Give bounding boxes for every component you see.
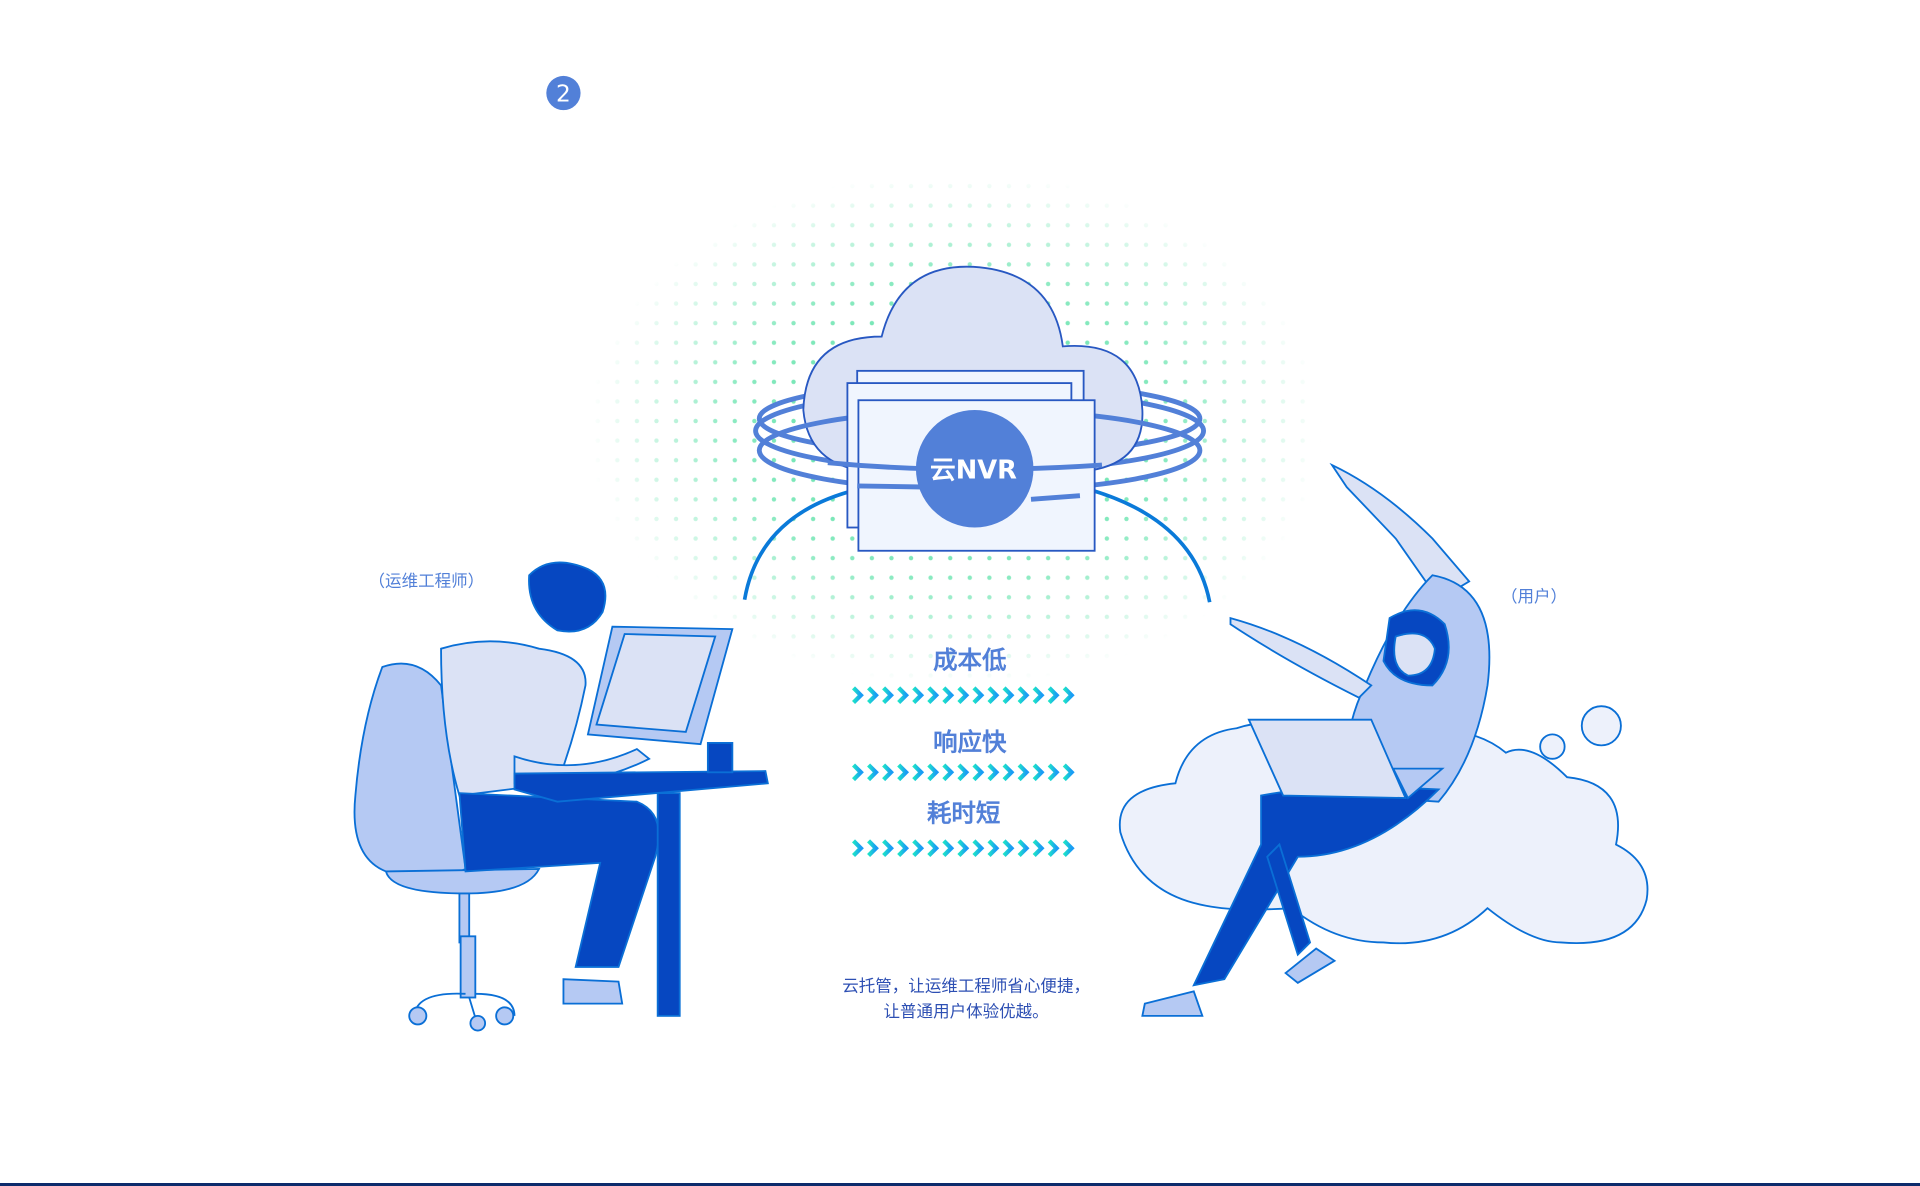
chevron-icon	[1032, 839, 1045, 858]
cloud-nvr-label: 云NVR	[930, 456, 1017, 486]
chevron-icon	[852, 839, 864, 858]
bottom-divider	[0, 1183, 1920, 1186]
chevron-icon	[1002, 686, 1015, 705]
chevron-icon	[852, 763, 864, 782]
chevron-icon	[942, 839, 955, 858]
step-badge: 2	[546, 75, 581, 111]
chevron-arrows	[852, 686, 1075, 858]
benefit-short-time: 耗时短	[927, 798, 1000, 827]
chevron-icon	[972, 686, 985, 705]
chevron-icon	[1002, 763, 1015, 782]
chevron-icon	[987, 839, 1000, 858]
chevron-icon	[882, 686, 894, 705]
chevron-icon	[1032, 763, 1045, 782]
chevron-icon	[867, 686, 879, 705]
benefit-low-cost: 成本低	[933, 645, 1007, 674]
chevron-icon	[897, 686, 910, 705]
chevron-icon	[957, 686, 970, 705]
chevron-icon	[1032, 686, 1045, 705]
chevron-icon	[942, 763, 955, 782]
arc-left	[742, 487, 858, 601]
chevron-icon	[912, 763, 925, 782]
chevron-icon	[942, 686, 955, 705]
chevron-icon	[927, 839, 940, 858]
chevron-icon	[882, 839, 894, 858]
chevron-icon	[912, 686, 925, 705]
chevron-icon	[1062, 839, 1075, 858]
chevron-icon	[927, 686, 940, 705]
chevron-icon	[957, 839, 970, 858]
chevron-icon	[987, 686, 1000, 705]
chevron-icon	[957, 763, 970, 782]
chevron-icon	[852, 686, 864, 705]
benefit-fast-response: 响应快	[933, 727, 1007, 756]
chevron-row	[852, 763, 1075, 782]
cloud-icon: 云NVR	[753, 265, 1207, 552]
chevron-icon	[882, 763, 894, 782]
chevron-icon	[912, 839, 925, 858]
chevron-icon	[927, 763, 940, 782]
chevron-icon	[1047, 763, 1060, 782]
chevron-icon	[1062, 686, 1075, 705]
chevron-icon	[1017, 763, 1030, 782]
chevron-icon	[1017, 686, 1030, 705]
chevron-row	[852, 839, 1075, 858]
user-illustration	[1118, 462, 1649, 1017]
chevron-icon	[972, 763, 985, 782]
engineer-illustration	[353, 561, 769, 1032]
user-label: （用户）	[1501, 587, 1567, 606]
chevron-icon	[1047, 686, 1060, 705]
arc-right	[1089, 487, 1212, 603]
chevron-icon	[1017, 839, 1030, 858]
caption-line-1: 云托管，让运维工程师省心便捷，	[842, 976, 1090, 995]
chevron-icon	[867, 763, 879, 782]
chevron-icon	[897, 763, 910, 782]
chevron-icon	[1047, 839, 1060, 858]
chevron-icon	[897, 839, 910, 858]
chevron-icon	[1062, 763, 1075, 782]
chevron-row	[852, 686, 1075, 705]
chevron-icon	[867, 839, 879, 858]
caption-line-2: 让普通用户体验优越。	[884, 1002, 1049, 1021]
chevron-icon	[1002, 839, 1015, 858]
step-number: 2	[556, 81, 571, 108]
engineer-label: （运维工程师）	[369, 571, 485, 590]
chevron-icon	[972, 839, 985, 858]
chevron-icon	[987, 763, 1000, 782]
